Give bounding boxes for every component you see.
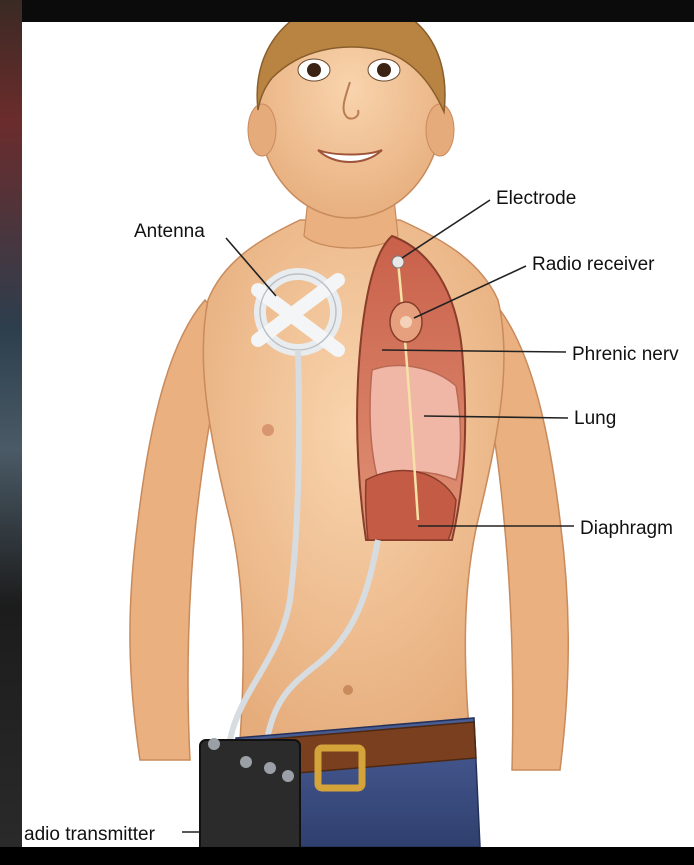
label-radio-transmitter: adio transmitter <box>24 824 156 845</box>
radio-receiver-core <box>400 316 412 328</box>
left-pupil <box>307 63 321 77</box>
transmitter-knob <box>282 770 294 782</box>
transmitter-knob <box>208 738 220 750</box>
label-lung: Lung <box>574 408 616 429</box>
transmitter-knob <box>264 762 276 774</box>
navel <box>343 685 353 695</box>
label-electrode: Electrode <box>496 188 576 209</box>
label-radio-receiver: Radio receiver <box>532 254 655 275</box>
right-pupil <box>377 63 391 77</box>
label-phrenic-nerve: Phrenic nerv <box>572 344 679 365</box>
nipple <box>262 424 274 436</box>
transmitter-knob <box>240 756 252 768</box>
label-antenna: Antenna <box>134 221 205 242</box>
right-ear <box>426 104 454 156</box>
label-diaphragm: Diaphragm <box>580 518 673 539</box>
left-ear <box>248 104 276 156</box>
